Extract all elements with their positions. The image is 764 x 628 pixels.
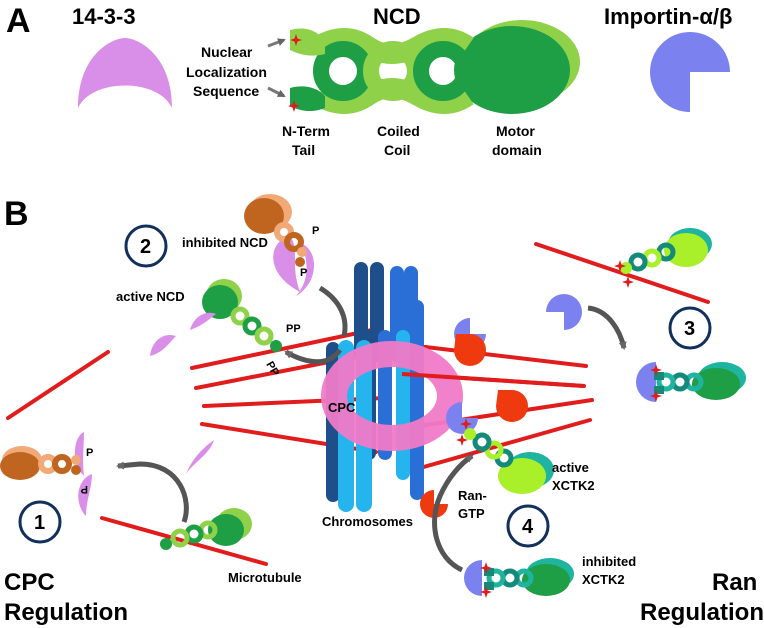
svg-text:P: P [312, 225, 319, 237]
title-ncd: NCD [373, 4, 421, 29]
active-xctk2-molecule [456, 418, 554, 494]
nls-label-line1: Nuclear [201, 44, 253, 60]
ran-gtp-shape [420, 490, 448, 518]
step-1-number: 1 [34, 512, 45, 534]
inhibited-ncd-label: inhibited NCD [182, 235, 268, 250]
coil-label-line2: Coil [384, 142, 410, 158]
ran-gtp-center-1 [454, 334, 486, 366]
inhibited-ncd-molecule: P P [244, 194, 319, 296]
ran-gtp-label-line2: GTP [458, 506, 485, 521]
inhibited-xctk2-label-line1: inhibited [582, 554, 636, 569]
panel-a-letter: A [6, 2, 31, 40]
importin-shape [650, 32, 730, 112]
microtubule-label: Microtubule [228, 570, 302, 585]
svg-text:P: P [300, 267, 307, 279]
nterm-label-line1: N-Term [282, 123, 330, 139]
ran-gtp-label-line1: Ran- [458, 488, 487, 503]
cpc-ring [321, 341, 463, 451]
svg-text:P: P [86, 447, 93, 459]
svg-text:PP: PP [286, 323, 301, 335]
active-ncd-label: active NCD [116, 289, 185, 304]
active-xctk2-label-line2: XCTK2 [552, 478, 595, 493]
title-14-3-3: 14-3-3 [72, 4, 136, 29]
panel-b-letter: B [4, 195, 29, 233]
active-ncd-molecule: PP PP [202, 279, 301, 378]
xctk2-bound-top [614, 228, 712, 288]
nterm-label-line2: Tail [292, 142, 315, 158]
cpc-inhibited-ncd: P P [0, 432, 93, 516]
cpc-regulation-line2: Regulation [4, 599, 128, 626]
protein-14-3-3-shape [78, 38, 172, 108]
motor-label-line2: domain [492, 142, 542, 158]
ncd-diagram [288, 20, 580, 114]
active-xctk2-label-line1: active [552, 460, 589, 475]
nls-label-line2: Localization [186, 64, 267, 80]
cpc-label: CPC [328, 400, 356, 415]
step-4-number: 4 [522, 516, 534, 538]
ran-regulation-line2: Regulation [640, 599, 764, 626]
bound-ncd-bottom [160, 508, 252, 550]
step-2-number: 2 [140, 236, 151, 258]
inhibited-xctk2-label-line2: XCTK2 [582, 572, 625, 587]
cpc-regulation-line1: CPC [4, 569, 55, 596]
step-3-number: 3 [684, 318, 695, 340]
title-importin: Importin-α/β [604, 4, 732, 29]
ran-regulation-line1: Ran [712, 569, 757, 596]
chromosomes-label: Chromosomes [322, 514, 413, 529]
motor-label-line1: Motor [496, 123, 535, 139]
inhibited-xctk2-molecule [464, 558, 574, 598]
nls-label-line3: Sequence [193, 83, 259, 99]
coil-label-line1: Coiled [377, 123, 420, 139]
svg-text:P: P [81, 483, 88, 495]
ran-gtp-center-2 [496, 390, 528, 422]
xctk2-inhibited-right [636, 362, 746, 402]
